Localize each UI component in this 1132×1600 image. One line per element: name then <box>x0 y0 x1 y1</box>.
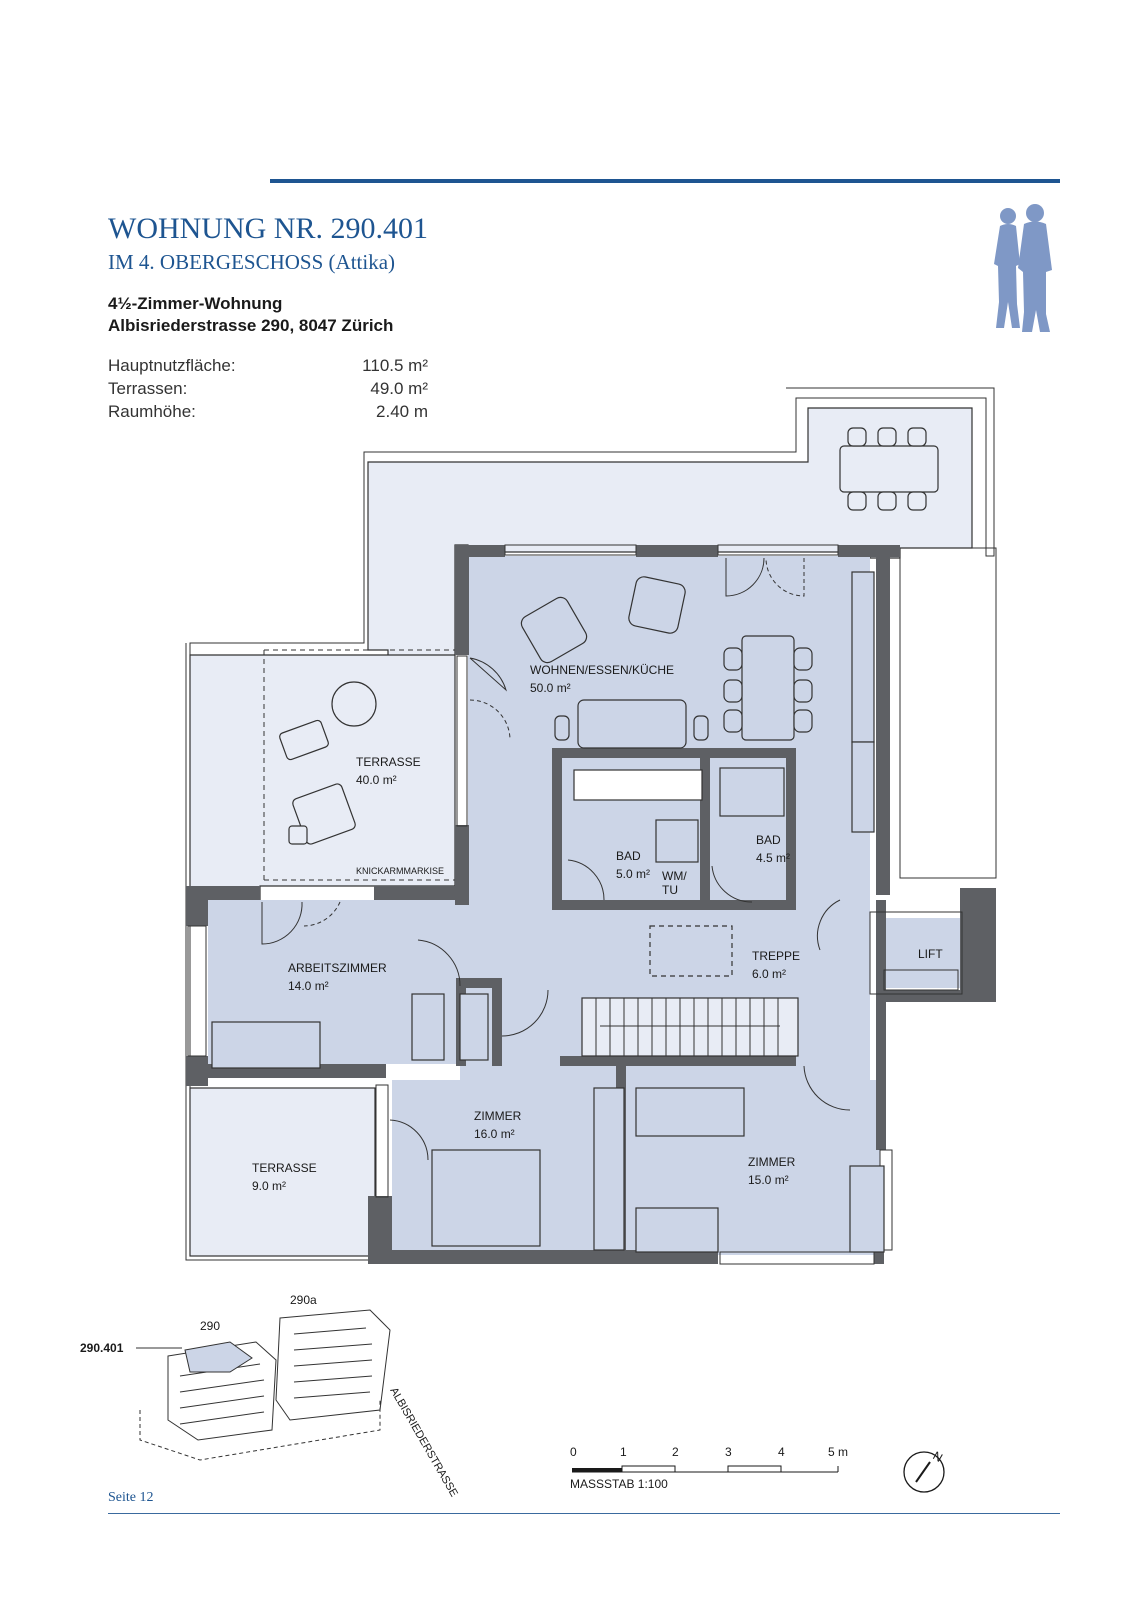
scale-tick-1: 1 <box>620 1445 627 1459</box>
unit-label: 290.401 <box>80 1341 124 1355</box>
fact-label: Terrassen: <box>108 379 188 398</box>
room-name-bad2: BAD <box>756 833 781 847</box>
building-label: 290 <box>200 1319 220 1333</box>
room-name-arbeitszimmer: ARBEITSZIMMER <box>288 961 387 975</box>
building-a-label: 290a <box>290 1293 317 1307</box>
north-arrow-icon: N <box>903 1448 946 1493</box>
room-name-zimmer15: ZIMMER <box>748 1155 796 1169</box>
fact-value: 110.5 m² <box>362 356 428 375</box>
terrace-areas <box>185 387 997 1261</box>
tu-label: TU <box>662 883 678 897</box>
fact-label: Raumhöhe: <box>108 402 196 421</box>
scale-tick-2: 2 <box>672 1445 679 1459</box>
footer-rule <box>108 1513 1060 1514</box>
room-area-bad2: 4.5 m² <box>756 851 790 865</box>
room-name-terrasse-small: TERRASSE <box>252 1161 317 1175</box>
scale-tick-4: 4 <box>778 1445 785 1459</box>
room-area-terrasse-small: 9.0 m² <box>252 1179 286 1193</box>
terrace-small-area <box>189 1087 376 1257</box>
street-label: ALBISRIEDERSTRASSE <box>387 1386 459 1499</box>
scale-label: MASSSTAB 1:100 <box>570 1477 668 1491</box>
markise-label: KNICKARMMARKISE <box>356 866 444 876</box>
apartment-address: Albisriederstrasse 290, 8047 Zürich <box>108 316 394 335</box>
room-name-treppe: TREPPE <box>752 949 800 963</box>
fact-value: 49.0 m² <box>370 379 428 398</box>
scale-bar: 0 1 2 3 4 5 m MASSSTAB 1:100 <box>570 1445 848 1491</box>
room-area-zimmer16: 16.0 m² <box>474 1127 515 1141</box>
room-area-bad1: 5.0 m² <box>616 867 650 881</box>
room-name-bad1: BAD <box>616 849 641 863</box>
apartment-type: 4½-Zimmer-Wohnung <box>108 294 283 313</box>
header-rule <box>270 179 1060 183</box>
page-title: WOHNUNG NR. 290.401 <box>108 212 428 245</box>
fact-label: Hauptnutzfläche: <box>108 356 236 375</box>
room-area-zimmer15: 15.0 m² <box>748 1173 789 1187</box>
lift-shaft <box>869 911 963 995</box>
scale-tick-3: 3 <box>725 1445 732 1459</box>
people-figure-icon <box>994 204 1052 332</box>
page-subtitle: IM 4. OBERGESCHOSS (Attika) <box>108 250 396 274</box>
room-area-terrasse-main: 40.0 m² <box>356 773 397 787</box>
facts-table: Hauptnutzfläche: 110.5 m² Terrassen: 49.… <box>108 356 428 425</box>
fact-row-terraces: Terrassen: 49.0 m² <box>108 379 428 402</box>
page-number: Seite 12 <box>108 1490 154 1505</box>
room-area-wohnen: 50.0 m² <box>530 681 571 695</box>
doors <box>261 557 851 1161</box>
room-area-arbeitszimmer: 14.0 m² <box>288 979 329 993</box>
furniture <box>211 427 939 1253</box>
north-label: N <box>931 1448 946 1464</box>
room-name-terrasse-main: TERRASSE <box>356 755 421 769</box>
room-name-wohnen: WOHNEN/ESSEN/KÜCHE <box>530 663 674 677</box>
lift-label: LIFT <box>918 947 943 961</box>
scale-tick-5: 5 m <box>828 1445 848 1459</box>
site-plan: 290a 290 290.401 ALBISRIEDERSTRASSE <box>80 1293 460 1499</box>
fact-row-height: Raumhöhe: 2.40 m <box>108 402 428 425</box>
wm-label: WM/ <box>662 869 687 883</box>
room-name-zimmer16: ZIMMER <box>474 1109 522 1123</box>
fact-value: 2.40 m <box>376 402 428 421</box>
fact-row-area: Hauptnutzfläche: 110.5 m² <box>108 356 428 379</box>
stairs <box>595 998 780 1056</box>
room-area-treppe: 6.0 m² <box>752 967 786 981</box>
scale-tick-0: 0 <box>570 1445 577 1459</box>
